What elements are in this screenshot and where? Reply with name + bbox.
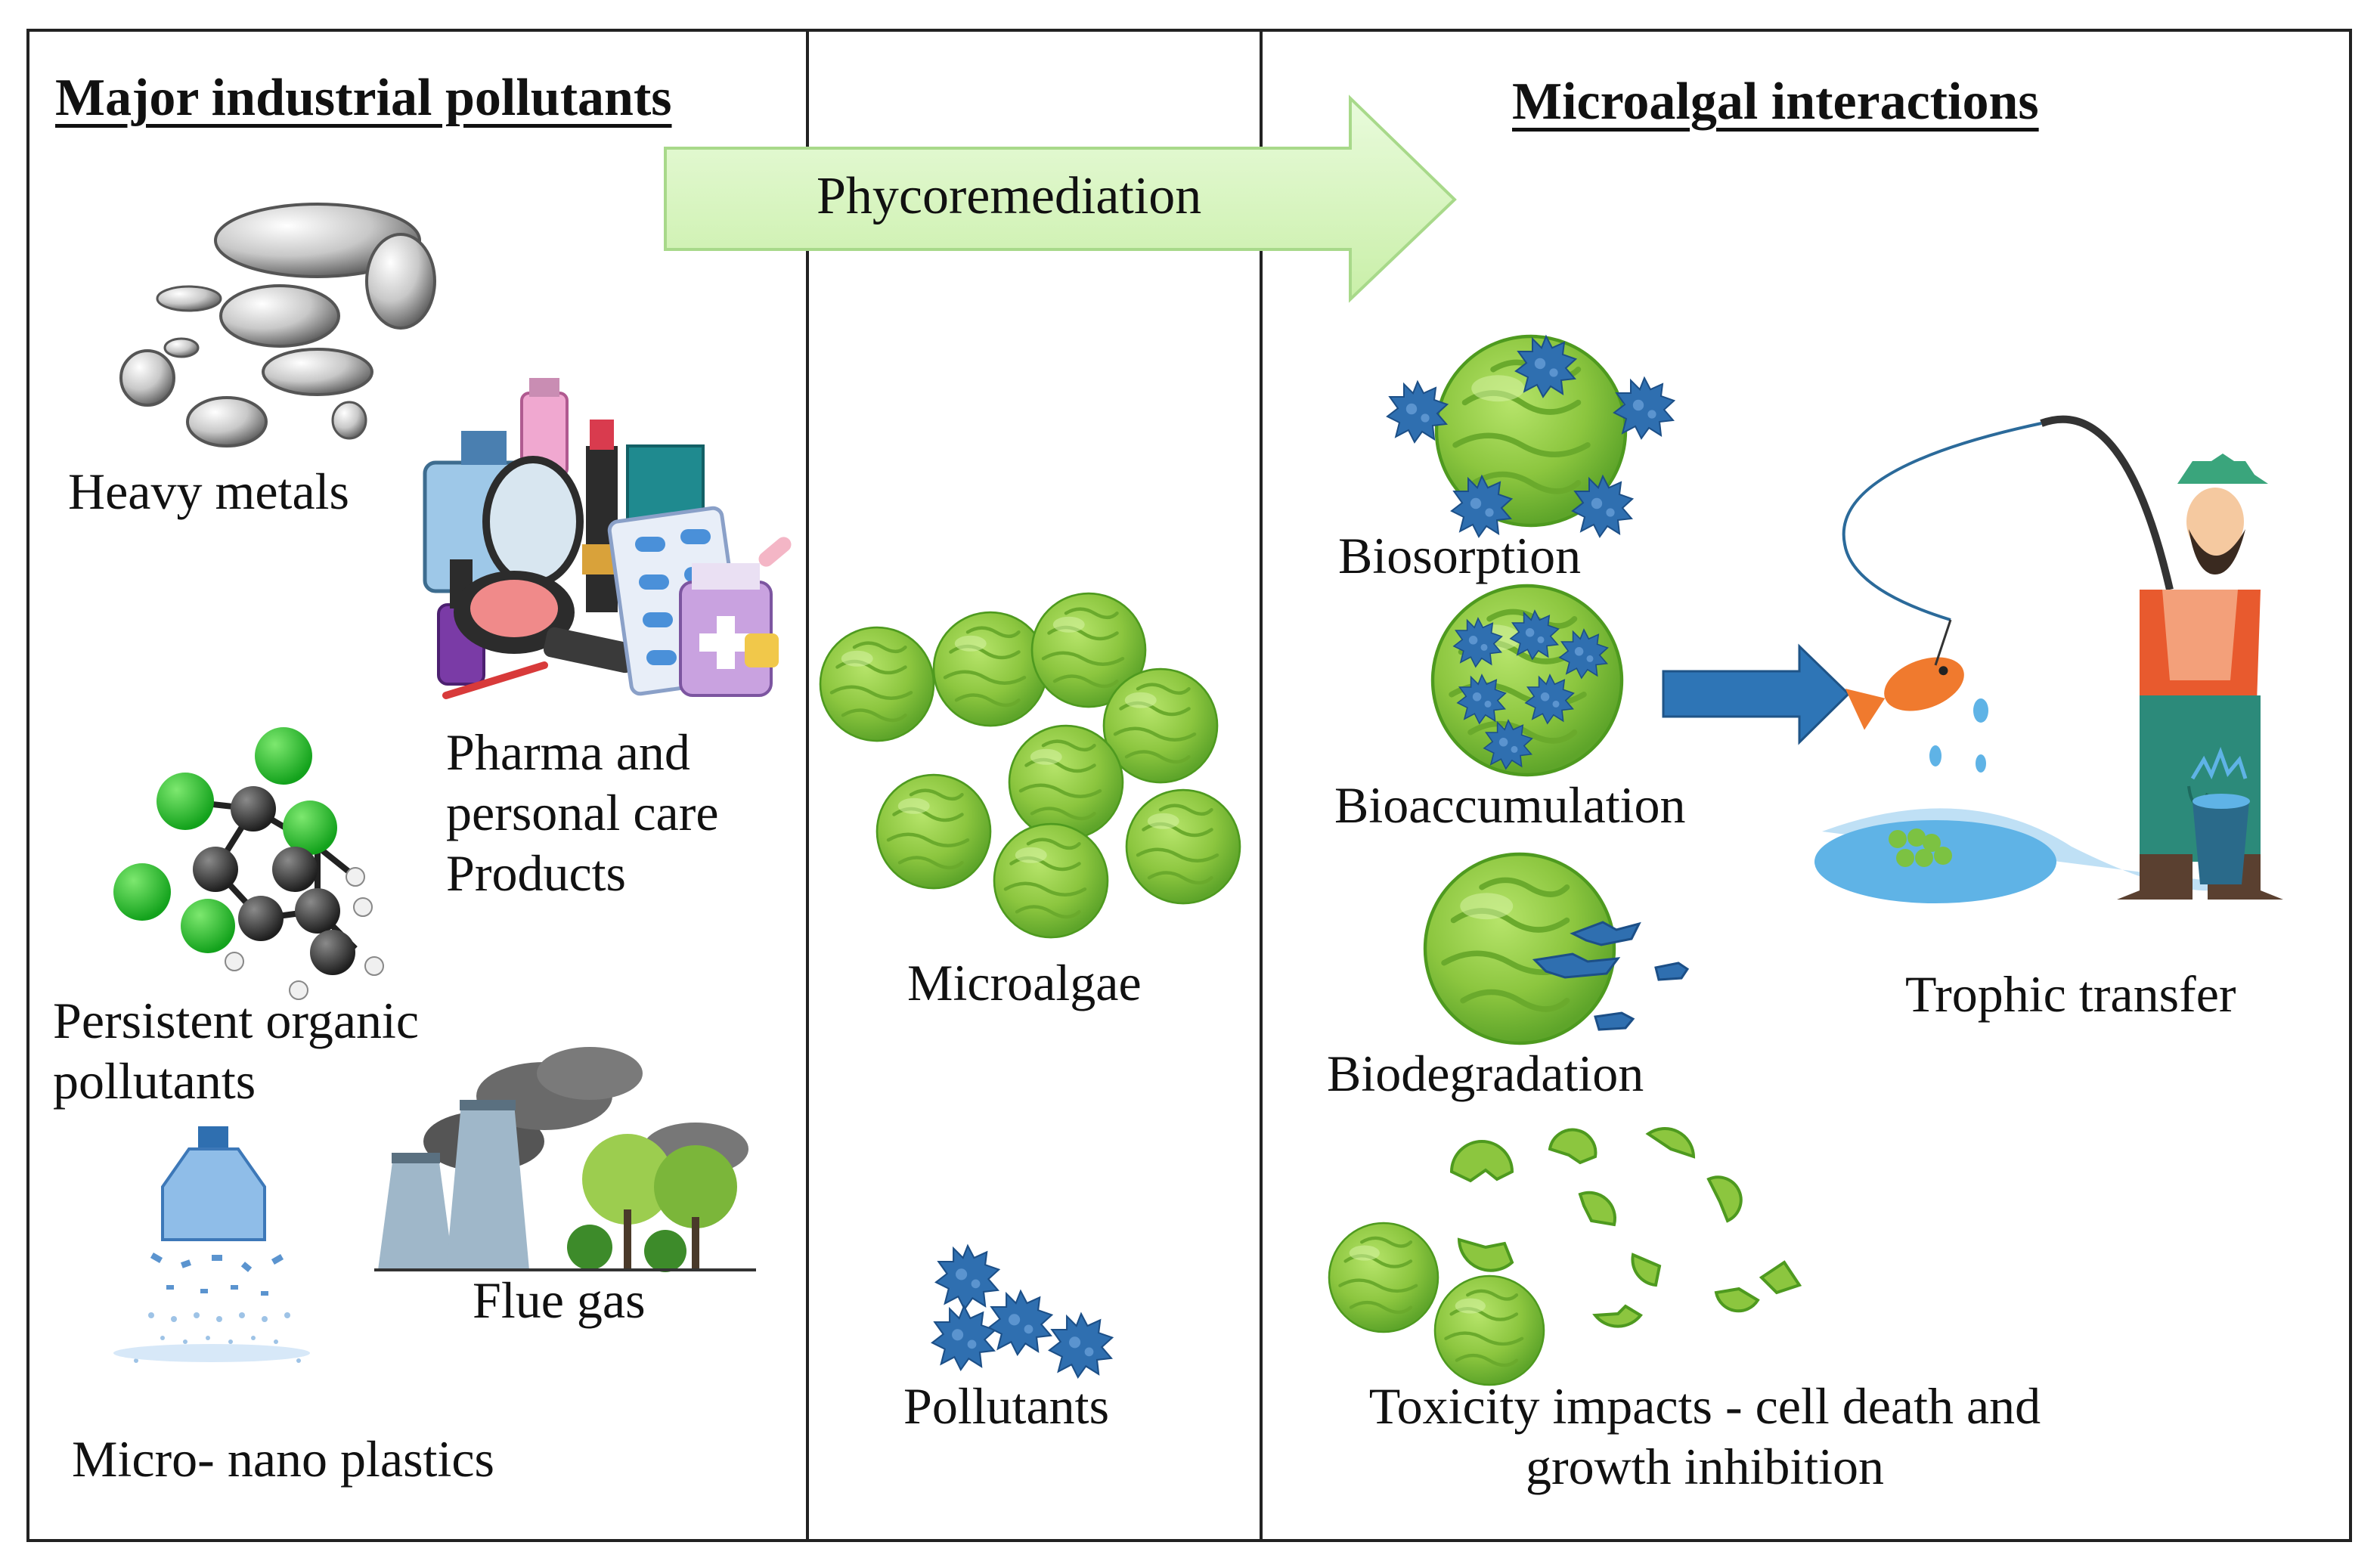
pharma-cosmetics-icon xyxy=(423,378,792,699)
label-biodegradation: Biodegradation xyxy=(1327,1045,1644,1102)
biodegradation-cell xyxy=(1425,854,1690,1043)
label-flue-gas: Flue gas xyxy=(473,1271,646,1329)
phycoremediation-arrow xyxy=(664,94,1457,303)
plastic-bottle-icon xyxy=(113,1126,310,1363)
label-biosorption: Biosorption xyxy=(1338,527,1582,584)
heavy-metals-icon xyxy=(119,203,436,447)
label-toxicity: Toxicity impacts - cell death and growth… xyxy=(1368,1377,2041,1496)
label-pharma: Pharma and personal care Products xyxy=(446,723,719,903)
label-pollutants: Pollutants xyxy=(903,1377,1110,1435)
toxicity-cells xyxy=(1329,1126,1802,1385)
biosorption-cell xyxy=(1387,336,1674,537)
flue-gas-icon xyxy=(374,1047,756,1272)
microalgae-cluster xyxy=(820,593,1240,937)
label-micro-nano-plastics: Micro- nano plastics xyxy=(72,1430,494,1488)
label-heavy-metals: Heavy metals xyxy=(68,463,349,520)
label-microalgae: Microalgae xyxy=(907,954,1142,1011)
molecule-icon xyxy=(113,727,384,1000)
right-heading: Microalgal interactions xyxy=(1512,73,2039,131)
pollutant-blobs xyxy=(932,1246,1112,1377)
trophic-arrow xyxy=(1662,643,1851,745)
fisherman-illustration xyxy=(1814,415,2283,903)
left-heading: Major industrial pollutants xyxy=(55,69,672,127)
outer-frame xyxy=(26,29,2352,1542)
phycoremediation-label: Phycoremediation xyxy=(817,167,1202,225)
label-bioaccumulation: Bioaccumulation xyxy=(1334,776,1686,834)
bioaccumulation-cell xyxy=(1433,586,1622,775)
label-persistent-organic: Persistent organic pollutants xyxy=(53,992,420,1110)
label-trophic-transfer: Trophic transfer xyxy=(1905,965,2236,1023)
